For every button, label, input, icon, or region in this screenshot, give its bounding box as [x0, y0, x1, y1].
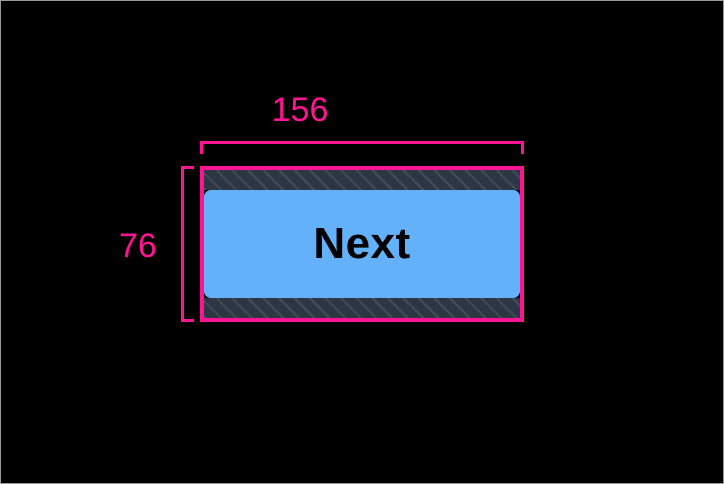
next-button-label: Next — [313, 219, 411, 268]
height-dimension-label: 76 — [119, 227, 157, 265]
width-measurement-bracket — [200, 141, 524, 154]
height-measurement-bracket — [181, 166, 194, 322]
top-padding-hatch-band — [204, 170, 520, 190]
measured-element-outline[interactable]: Next — [200, 166, 524, 322]
bottom-padding-hatch-band — [204, 298, 520, 318]
width-dimension-label: 156 — [271, 91, 329, 129]
next-button[interactable]: Next — [204, 190, 520, 298]
